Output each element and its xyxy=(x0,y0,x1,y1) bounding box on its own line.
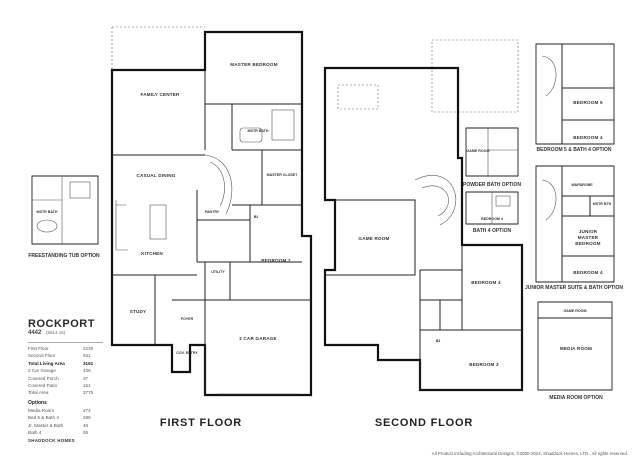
area-row: Total Area 3775 xyxy=(28,389,103,396)
plan-name: ROCKPORT xyxy=(28,318,95,330)
area-value: 3775 xyxy=(83,390,94,396)
area-value: 55 xyxy=(83,430,89,436)
room-label-mstr-bath: MSTR BATH xyxy=(248,129,269,133)
area-row: Second Floor 931 xyxy=(28,352,103,359)
area-label: Covered Porch xyxy=(28,375,59,381)
option-media-game-label: GAME ROOM xyxy=(564,309,587,313)
area-label: Media Room xyxy=(28,407,55,413)
room-label-b3: B3 xyxy=(436,339,441,343)
area-row: Covered Porch 37 xyxy=(28,375,103,382)
room-label-utility: UTILITY xyxy=(211,270,225,274)
option-tub-room-label: MSTR BATH xyxy=(37,210,58,214)
area-value: 2230 xyxy=(83,346,94,351)
second-floor-title: SECOND FLOOR xyxy=(375,417,473,429)
options-heading: Options xyxy=(28,399,47,406)
area-row: Total Living Area 3161 xyxy=(28,360,103,367)
area-row: Bed 5 & Bath 4 286 xyxy=(28,414,103,421)
area-row: Bath 4 55 xyxy=(28,429,103,436)
room-label-master-bedroom: MASTER BEDROOM xyxy=(230,62,277,67)
option-bed5-label: BEDROOM 5 xyxy=(573,100,603,105)
room-label-bedroom-4: BEDROOM 4 xyxy=(471,280,501,285)
area-label: Covered Patio xyxy=(28,383,58,389)
room-label-b2: B2 xyxy=(254,215,259,219)
plan-number: 4442 xyxy=(28,330,42,336)
area-value: 3161 xyxy=(83,360,94,366)
area-label: Total Area xyxy=(28,390,49,396)
option-jr-master-label-line2: MASTER xyxy=(578,235,599,240)
option-powder-caption: POWDER BATH OPTION xyxy=(463,182,521,188)
room-label-family-center: FAMILY CENTER xyxy=(140,92,180,97)
area-label: Second Floor xyxy=(28,353,56,359)
area-row: Covered Patio 151 xyxy=(28,382,103,389)
area-value: 274 xyxy=(83,407,91,413)
room-label-garage: 2 CAR GARAGE xyxy=(239,336,277,341)
option-media-caption: MEDIA ROOM OPTION xyxy=(549,395,603,401)
room-label-study: STUDY xyxy=(130,309,147,314)
option-bed5-caption: BEDROOM 5 & BATH 4 OPTION xyxy=(537,147,612,153)
option-junior-master: WARDROBE MSTR BTH JUNIOR MASTER BEDROOM … xyxy=(525,165,623,291)
option-bedroom5-bath4: BEDROOM 5 BEDROOM 4 BEDROOM 5 & BATH 4 O… xyxy=(535,43,615,153)
area-value: 286 xyxy=(83,415,91,421)
option-jr-bath-label: MSTR BTH xyxy=(593,202,612,206)
option-jr-master-label-line3: BEDROOM xyxy=(575,241,600,246)
room-label-bedroom-3: BEDROOM 3 xyxy=(469,362,499,367)
area-value: 151 xyxy=(83,383,91,389)
option-freestanding-tub: MSTR BATH FREESTANDING TUB OPTION xyxy=(28,175,100,259)
room-label-bedroom-2: BEDROOM 2 xyxy=(261,258,291,263)
option-powder-bath: GAME ROOM POWDER BATH OPTION xyxy=(463,127,521,188)
option-media-room-label: MEDIA ROOM xyxy=(560,346,592,351)
room-label-kitchen: KITCHEN xyxy=(141,251,163,256)
spec-divider xyxy=(28,342,103,343)
copyright-notice: All Product including Architectural Desi… xyxy=(431,451,628,456)
area-label: Bath 4 xyxy=(28,430,42,436)
option-media-room: GAME ROOM MEDIA ROOM MEDIA ROOM OPTION xyxy=(537,301,613,401)
first-floor-plan: FAMILY CENTER MASTER BEDROOM MSTR BATH M… xyxy=(110,26,313,397)
area-label: 2 Car Garage xyxy=(28,368,56,374)
area-label: Bed 5 & Bath 4 xyxy=(28,415,59,421)
area-label: Total Living Area xyxy=(28,360,65,366)
area-label: Jr. Master & Bath xyxy=(28,422,64,428)
area-row: Jr. Master & Bath 49 xyxy=(28,422,103,429)
option-jr-master-label-line1: JUNIOR xyxy=(579,229,598,234)
first-floor-title: FIRST FLOOR xyxy=(160,417,242,429)
area-value: 436 xyxy=(83,368,91,374)
area-value: 931 xyxy=(83,353,91,359)
option-powder-room-label: GAME ROOM xyxy=(467,149,490,153)
area-row: Media Room 274 xyxy=(28,407,103,414)
area-value: 49 xyxy=(83,422,89,428)
room-label-foyer: FOYER xyxy=(181,317,194,321)
area-value: 37 xyxy=(83,375,89,381)
plan-code: (5614.16) xyxy=(46,330,66,335)
room-label-cov-entry: COV. ENTRY xyxy=(176,351,198,355)
option-tub-caption: FREESTANDING TUB OPTION xyxy=(28,253,100,259)
room-label-master-closet: MASTER CLOSET xyxy=(267,173,299,177)
option-jr-caption: JUNIOR MASTER SUITE & BATH OPTION xyxy=(525,285,623,291)
option-bath4-room-label: BEDROOM 4 xyxy=(481,217,503,221)
option-bath-4: BEDROOM 4 BATH 4 OPTION xyxy=(465,191,519,234)
area-row: 2 Car Garage 436 xyxy=(28,367,103,374)
option-bath4-caption: BATH 4 OPTION xyxy=(473,228,512,234)
area-label: First Floor xyxy=(28,346,49,351)
room-label-game-room: GAME ROOM xyxy=(358,236,389,241)
room-label-casual-dining: CASUAL DINING xyxy=(136,173,175,178)
second-floor-plan: GAME ROOM BEDROOM 4 B3 BEDROOM 3 xyxy=(323,39,524,392)
option-bed5-bed4-label: BEDROOM 4 xyxy=(573,135,603,140)
option-jr-bed4-label: BEDROOM 4 xyxy=(573,270,603,275)
brand-logo: SHADDOCK HOMES xyxy=(28,438,75,444)
plan-number-line: 4442 (5614.16) xyxy=(28,330,103,336)
room-label-pantry: PANTRY xyxy=(205,210,220,214)
option-jr-wardrobe-label: WARDROBE xyxy=(571,183,593,187)
area-row: First Floor 2230 xyxy=(28,345,103,352)
